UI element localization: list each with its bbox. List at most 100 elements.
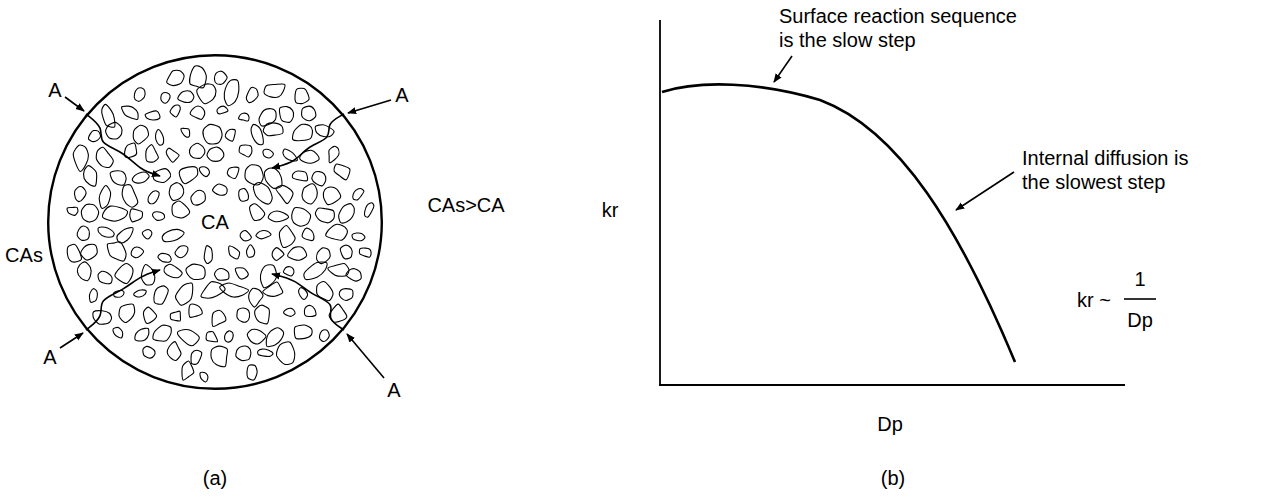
entry-arrows <box>60 97 391 378</box>
pore <box>189 304 202 317</box>
pore <box>177 330 199 346</box>
pore <box>77 262 91 281</box>
pore <box>67 244 81 262</box>
pore <box>227 167 239 178</box>
pore <box>220 283 249 297</box>
pore <box>161 93 170 104</box>
pore <box>295 88 309 103</box>
pore <box>99 185 110 208</box>
entry-arrow <box>60 333 83 348</box>
pore <box>264 84 285 97</box>
y-axis <box>659 20 661 386</box>
pore <box>156 129 164 145</box>
pore <box>166 148 179 162</box>
pore <box>263 282 283 296</box>
pore <box>207 147 224 161</box>
pore <box>190 106 205 119</box>
pore <box>246 87 258 102</box>
pore <box>359 248 371 257</box>
pore <box>199 167 209 177</box>
pore <box>249 288 263 307</box>
pore <box>181 128 190 137</box>
pore <box>236 346 251 360</box>
diffusion-path <box>86 270 160 330</box>
pore <box>102 104 115 127</box>
pore <box>283 267 294 276</box>
pore <box>153 325 171 341</box>
pore <box>353 189 364 200</box>
pore <box>284 308 296 316</box>
pore <box>132 172 149 183</box>
pore <box>98 271 112 283</box>
pore <box>162 229 184 241</box>
proportionality-label: kr ~ <box>1075 288 1113 312</box>
entry-arrow <box>65 97 84 111</box>
pore <box>131 247 143 258</box>
pore <box>134 88 145 101</box>
pore <box>133 125 148 144</box>
pore <box>130 209 143 222</box>
pore <box>169 183 184 201</box>
pore <box>164 264 182 277</box>
pore-network <box>67 66 374 382</box>
pore <box>153 212 165 221</box>
pore <box>239 188 249 201</box>
pore <box>142 230 152 239</box>
pore <box>268 211 288 222</box>
pore <box>339 204 355 223</box>
pore <box>107 242 126 261</box>
pore <box>182 361 194 380</box>
pore <box>225 129 235 141</box>
pore <box>255 305 270 324</box>
rate-curve <box>662 84 1015 362</box>
pore <box>288 247 307 260</box>
pore <box>75 187 86 202</box>
pore <box>315 125 334 137</box>
pore <box>141 265 154 286</box>
pore <box>179 167 197 184</box>
pore <box>98 227 114 237</box>
pore <box>224 80 239 106</box>
pore <box>247 365 257 380</box>
axis-label: Dp <box>875 412 905 436</box>
pore <box>125 143 137 157</box>
diffusion-paths <box>86 114 344 330</box>
pore <box>256 231 271 239</box>
pore <box>191 190 206 205</box>
pore <box>170 105 180 117</box>
pore <box>237 308 250 322</box>
pore <box>67 207 78 215</box>
pore <box>258 349 273 356</box>
pellet-outline <box>48 55 382 389</box>
species-label: A <box>393 83 410 107</box>
pore <box>302 106 316 121</box>
pore <box>240 231 251 241</box>
panel-label: (a) <box>201 466 229 490</box>
species-label: A <box>41 345 58 369</box>
concentration-relation: CAs>CA <box>425 193 506 217</box>
pore <box>329 146 339 162</box>
fraction-bar <box>1124 298 1156 300</box>
pore <box>203 124 222 144</box>
pore <box>247 245 255 258</box>
pore <box>225 331 234 342</box>
pore <box>292 171 307 181</box>
pore <box>167 70 184 85</box>
pore <box>122 185 138 208</box>
pore <box>175 246 188 258</box>
entry-arrow <box>348 100 391 113</box>
pore <box>239 113 249 121</box>
pore <box>191 350 202 364</box>
pore <box>302 184 317 204</box>
pore <box>352 233 365 241</box>
pore <box>229 246 240 259</box>
pore <box>211 346 228 367</box>
fraction-numerator: 1 <box>1132 267 1147 291</box>
diffusion-path <box>86 114 160 176</box>
pore <box>365 203 374 218</box>
pore <box>276 185 293 203</box>
pore <box>84 166 97 187</box>
pore <box>146 145 159 163</box>
